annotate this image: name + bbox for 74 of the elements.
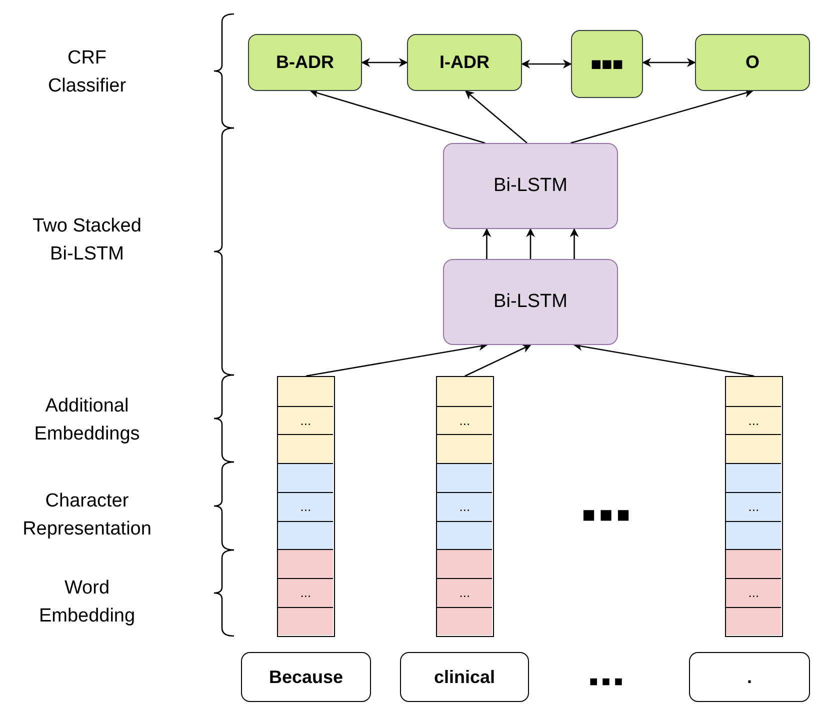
arrow <box>521 60 572 68</box>
embedding-cell <box>437 578 492 607</box>
lstm-layer-box <box>443 143 618 229</box>
word-box <box>689 652 810 702</box>
node-label: ... <box>300 585 312 600</box>
embedding-cell <box>278 492 334 521</box>
node-label: ■■■ <box>590 54 624 74</box>
word-box <box>241 652 371 702</box>
arrow <box>464 344 532 377</box>
arrow <box>482 228 492 259</box>
embedding-cell <box>437 434 492 464</box>
embedding-cell <box>278 377 334 406</box>
lstm-layer-box <box>443 259 618 345</box>
embedding-cell <box>278 606 334 636</box>
layer-label: CRF Classifier <box>46 46 128 98</box>
node-label: B-ADR <box>276 52 334 73</box>
node-label: I-ADR <box>440 52 490 73</box>
arrow <box>570 88 754 144</box>
label-box <box>571 30 643 98</box>
embedding-cell <box>437 406 492 434</box>
node-label: ... <box>459 585 470 600</box>
node-label: ... <box>300 499 312 514</box>
embedding-cell <box>278 463 334 492</box>
embedding-cell <box>726 406 782 434</box>
word-box <box>400 652 529 702</box>
embedding-cell <box>437 377 492 406</box>
arrow <box>310 89 486 144</box>
arrow <box>361 58 408 67</box>
arrow <box>526 228 535 259</box>
arrow <box>570 228 579 259</box>
embedding-cell <box>726 549 782 578</box>
node-label: Bi-LSTM <box>494 175 568 197</box>
node-label: O <box>745 52 760 73</box>
embedding-cell <box>278 434 334 464</box>
embedding-cell <box>437 520 492 550</box>
layer-label: Additional Embeddings <box>33 394 141 446</box>
arrow <box>464 90 528 144</box>
embedding-cell <box>726 492 782 521</box>
embedding-vector <box>725 376 783 637</box>
embedding-cell <box>437 549 492 578</box>
embedding-cell <box>726 434 782 464</box>
embedding-cell <box>726 578 782 607</box>
node-label: ... <box>459 499 470 514</box>
embedding-cell <box>437 492 492 521</box>
embedding-cell <box>726 520 782 550</box>
node-label: ... <box>748 413 760 428</box>
label-box <box>407 34 522 91</box>
embedding-cell <box>726 377 782 406</box>
embedding-cell <box>437 463 492 492</box>
ellipsis-symbol: ■■■ <box>582 501 634 530</box>
node-label: Because <box>268 666 344 688</box>
embedding-vector <box>436 376 494 637</box>
layer-label: Two Stacked Bi-LSTM <box>32 214 142 266</box>
node-label: ... <box>748 499 760 514</box>
embedding-cell <box>278 578 334 607</box>
layer-label: Word Embedding <box>38 576 136 628</box>
node-label: Bi-LSTM <box>494 291 568 313</box>
layer-label: Character Representation <box>22 489 152 541</box>
embedding-vector <box>277 376 335 637</box>
embedding-cell <box>726 606 782 636</box>
node-label: ... <box>300 413 312 428</box>
embedding-cell <box>278 549 334 578</box>
node-label: . <box>746 666 752 688</box>
node-label: ... <box>748 585 760 600</box>
embedding-cell <box>726 463 782 492</box>
embedding-cell <box>278 406 334 434</box>
node-label: ... <box>459 413 470 428</box>
label-box <box>248 34 362 91</box>
embedding-cell <box>278 520 334 550</box>
node-label: clinical <box>434 666 496 688</box>
ellipsis-symbol: ■■■ <box>589 672 627 691</box>
arrow <box>642 58 696 67</box>
embedding-cell <box>437 606 492 636</box>
label-box <box>695 34 810 91</box>
